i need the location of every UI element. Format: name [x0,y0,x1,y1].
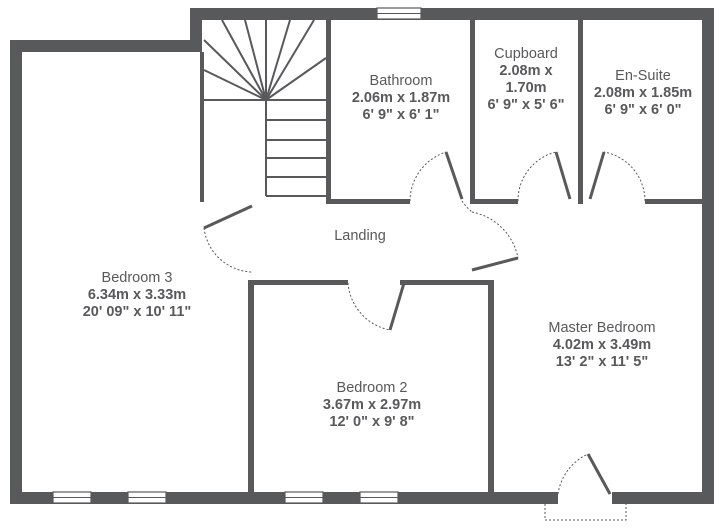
room-name: Cupboard [494,46,558,62]
room-metric: 4.02m x 3.49m [552,337,652,353]
balcony-outline [544,504,627,521]
room-label-cupboard: Cupboard 2.08m x 1.70m 6' 9" x 5' 6" [487,46,564,114]
room-label-bedroom2: Bedroom 2 3.67m x 2.97m 12' 0" x 9' 8" [323,380,421,431]
room-metric: 2.08m x 1.85m [593,85,693,101]
interior-walls [200,18,705,494]
room-metric: 2.06m x 1.87m [351,90,451,106]
room-name: Bedroom 3 [101,270,173,286]
room-imperial: 6' 9" x 6' 1" [362,107,440,123]
windows [52,7,422,504]
room-metric-cont: 1.70m [505,80,547,96]
room-label-ensuite: En-Suite 2.08m x 1.85m 6' 9" x 6' 0" [594,68,692,119]
room-name: Bedroom 2 [336,380,408,396]
room-metric: 2.08m x [499,63,553,79]
room-metric: 3.67m x 2.97m [322,397,422,413]
staircase [203,19,327,197]
room-name: Master Bedroom [548,320,656,336]
room-label-master: Master Bedroom 4.02m x 3.49m 13' 2" x 11… [548,320,655,371]
room-imperial: 13' 2" x 11' 5" [555,354,649,370]
doors [203,151,646,495]
room-imperial: 6' 9" x 5' 6" [487,97,565,113]
room-imperial: 12' 0" x 9' 8" [329,414,415,430]
room-metric: 6.34m x 3.33m [87,287,187,303]
room-label-bathroom: Bathroom 2.06m x 1.87m 6' 9" x 6' 1" [352,73,450,124]
room-label-landing: Landing [334,228,386,245]
room-imperial: 20' 09" x 10' 11" [82,304,192,320]
room-name: Landing [334,228,386,244]
room-label-bedroom3: Bedroom 3 6.34m x 3.33m 20' 09" x 10' 11… [83,270,192,321]
room-name: En-Suite [615,68,671,84]
room-imperial: 6' 9" x 6' 0" [604,102,682,118]
room-name: Bathroom [369,73,433,89]
